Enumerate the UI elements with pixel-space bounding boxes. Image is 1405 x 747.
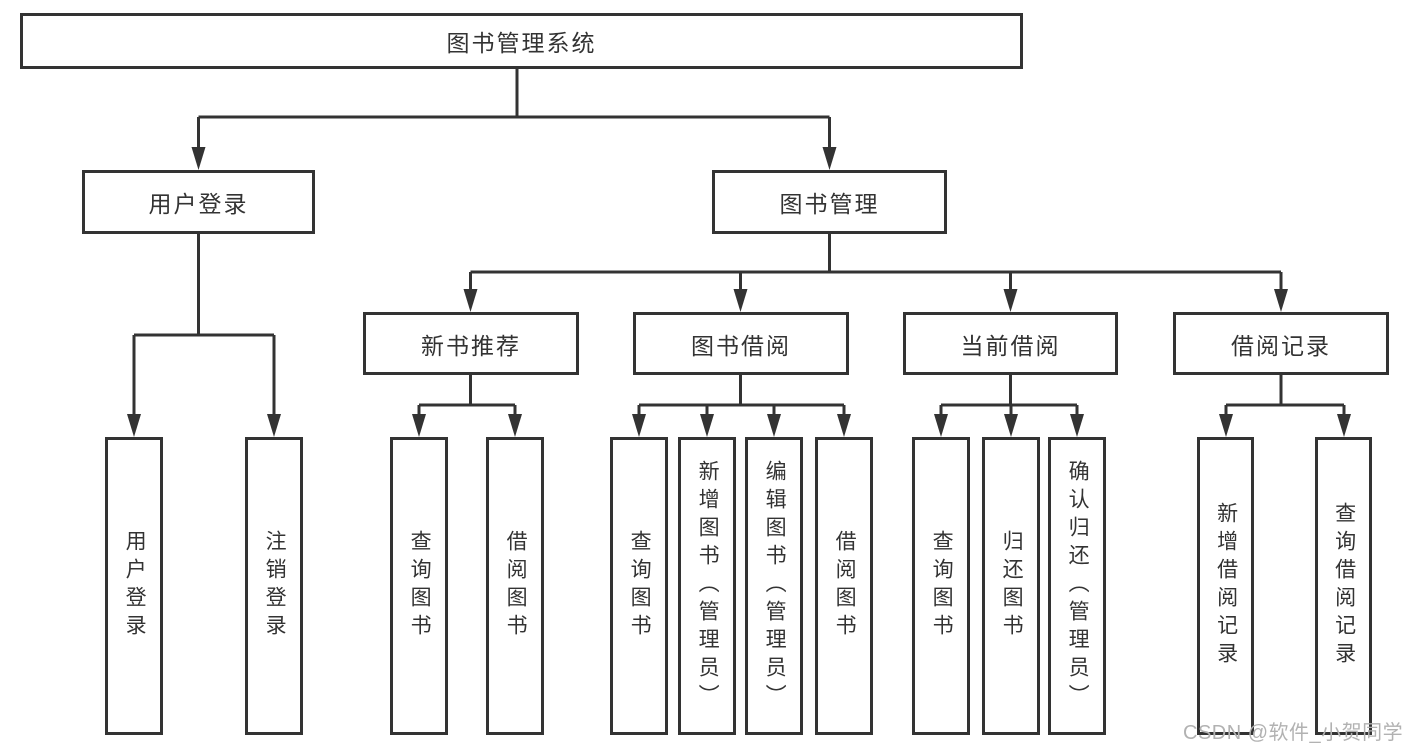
leaf-user-login: 用户登录 [105, 437, 163, 735]
leaf-borrow-books-recommend: 借阅图书 [486, 437, 544, 735]
leaf-query-books-borrowing: 查询图书 [610, 437, 668, 735]
watermark: CSDN @软件_小贺同学 [1183, 722, 1404, 744]
node-user-login: 用户登录 [82, 170, 315, 234]
leaf-return-books: 归还图书 [982, 437, 1040, 735]
node-current-borrowing: 当前借阅 [903, 312, 1118, 375]
leaf-query-books-recommend: 查询图书 [390, 437, 448, 735]
connector-shafts [132, 68, 1346, 418]
leaf-borrow-books: 借阅图书 [815, 437, 873, 735]
arrowhead-icons [127, 147, 1351, 437]
leaf-query-borrow-record: 查询借阅记录 [1315, 437, 1372, 735]
leaf-add-borrow-record: 新增借阅记录 [1197, 437, 1254, 735]
leaf-confirm-return-admin: 确认归还（管理员） [1048, 437, 1106, 735]
node-borrowing-records: 借阅记录 [1173, 312, 1389, 375]
node-book-management: 图书管理 [712, 170, 947, 234]
node-new-book-recommendation: 新书推荐 [363, 312, 579, 375]
leaf-logout-login: 注销登录 [245, 437, 303, 735]
node-root: 图书管理系统 [20, 13, 1023, 69]
leaf-edit-books-admin: 编辑图书（管理员） [745, 437, 803, 735]
node-book-borrowing: 图书借阅 [633, 312, 849, 375]
leaf-add-books-admin: 新增图书（管理员） [678, 437, 736, 735]
leaf-query-books-current: 查询图书 [912, 437, 970, 735]
